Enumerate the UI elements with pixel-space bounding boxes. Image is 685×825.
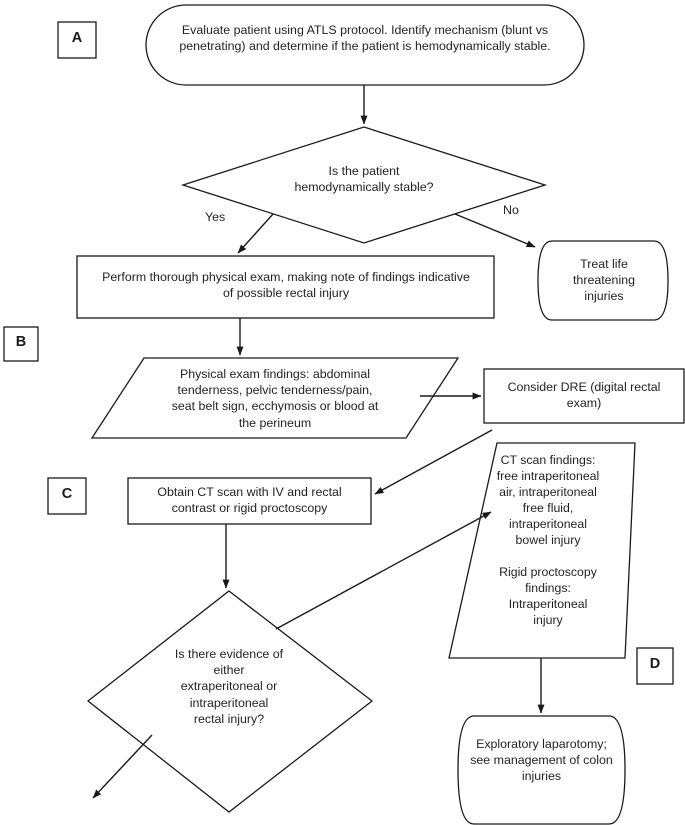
node-obtain-ct-shape bbox=[127, 477, 372, 525]
tag-b-box bbox=[3, 326, 39, 362]
edge-decision-stable-yes bbox=[237, 213, 274, 254]
node-consider-dre-shape bbox=[483, 368, 685, 424]
edge-consider-dre-to-obtain-ct bbox=[374, 429, 493, 495]
tag-a-label: A bbox=[71, 30, 83, 46]
tag-c-box bbox=[47, 477, 87, 515]
node-exam-findings-shape bbox=[90, 357, 460, 439]
node-decision-evidence-shape bbox=[86, 590, 374, 813]
node-decision-stable-shape bbox=[180, 126, 548, 244]
edge-decision-stable-no bbox=[454, 213, 536, 248]
tag-c-label: C bbox=[61, 486, 73, 502]
node-start-shape bbox=[145, 4, 585, 86]
node-physical-exam-shape bbox=[76, 255, 495, 319]
tag-b-label: B bbox=[15, 334, 27, 350]
edge-decision-evidence-to-ct-findings bbox=[275, 511, 492, 630]
node-ct-findings-shape bbox=[448, 442, 636, 659]
tag-a-box bbox=[57, 21, 97, 59]
tag-d-box bbox=[636, 647, 674, 685]
edge-decision-evidence-offpage bbox=[92, 734, 153, 799]
tag-d-label: D bbox=[649, 656, 661, 672]
edge-label-yes: Yes bbox=[205, 210, 226, 224]
edge-label-no: No bbox=[503, 203, 519, 217]
node-treat-life-threatening-shape bbox=[537, 240, 669, 321]
node-laparotomy-shape bbox=[457, 715, 626, 825]
